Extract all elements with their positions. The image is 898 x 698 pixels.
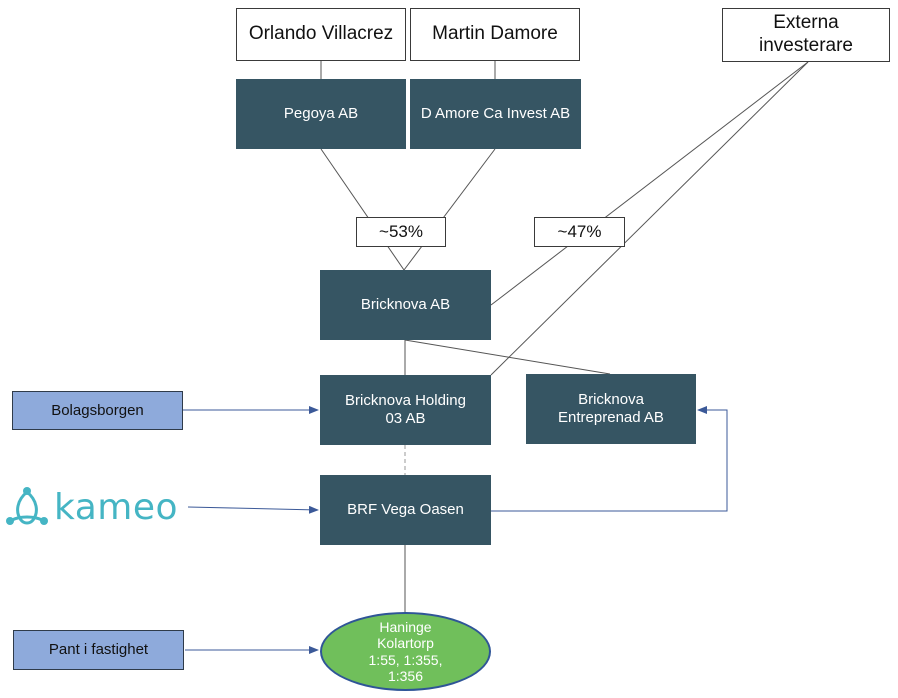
company-bricknova: Bricknova AB — [320, 270, 491, 340]
company-bricknova-entreprenad: Bricknova Entreprenad AB — [526, 374, 696, 444]
arrow-kameo-to-brf — [187, 505, 319, 514]
kameo-wordmark: kameo — [54, 487, 179, 528]
property-haninge-kolartorp: Haninge Kolartorp 1:55, 1:355, 1:356 — [320, 612, 491, 691]
owner-orlando-villacrez: Orlando Villacrez — [236, 8, 406, 61]
ownership-share-founders: ~53% — [356, 217, 446, 247]
line-damore-to-bricknova — [403, 148, 496, 271]
arrow-brf-to-entreprenad — [491, 406, 728, 512]
ownership-share-external: ~47% — [534, 217, 625, 247]
owner-external-investors: Externa investerare — [722, 8, 890, 62]
kameo-logo: kameo — [4, 486, 190, 530]
source-pant-i-fastighet: Pant i fastighet — [13, 630, 184, 670]
line-external-to-bricknova — [490, 61, 809, 306]
company-damore-ca-invest: D Amore Ca Invest AB — [410, 79, 581, 149]
company-bricknova-holding-03: Bricknova Holding 03 AB — [320, 375, 491, 445]
company-brf-vega-oasen: BRF Vega Oasen — [320, 475, 491, 545]
company-pegoya: Pegoya AB — [236, 79, 406, 149]
line-pegoya-to-bricknova — [320, 148, 405, 271]
line-external-to-holding — [490, 61, 809, 376]
source-bolagsborgen: Bolagsborgen — [12, 391, 183, 430]
line-bricknova-to-entreprenad — [404, 339, 611, 375]
owner-martin-damore: Martin Damore — [410, 8, 580, 61]
kameo-knot-icon — [6, 487, 48, 525]
